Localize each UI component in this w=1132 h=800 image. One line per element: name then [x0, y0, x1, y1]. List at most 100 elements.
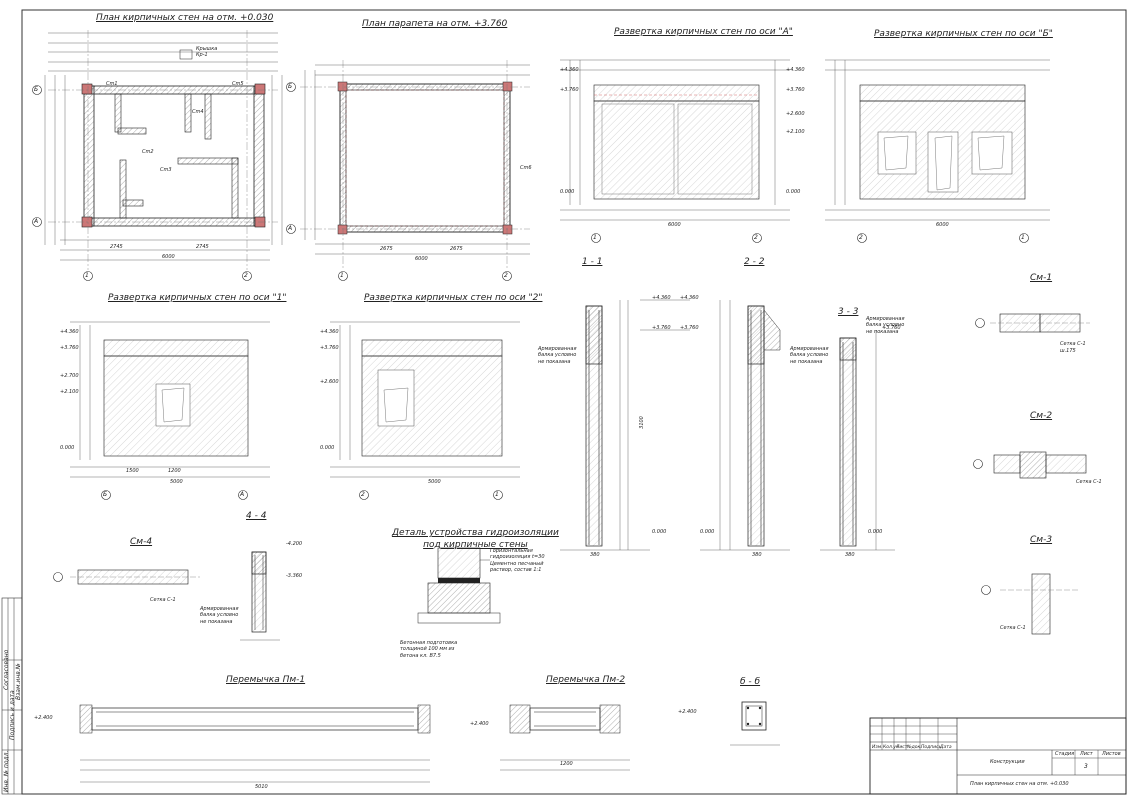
detail-cm-3 — [981, 573, 1080, 635]
level-s22-3760: +3.760 — [680, 325, 699, 331]
dim-elev-1-b: 1200 — [168, 468, 181, 474]
level-a-0000: 0.000 — [560, 189, 575, 195]
dim-pm1-total: 5010 — [255, 784, 268, 790]
note-setka-cm1: Сетка С-1 — [1060, 341, 1086, 347]
sec-11-title: 1 - 1 — [582, 257, 603, 267]
level-s44-4200: -4.200 — [286, 541, 303, 547]
level-1-0000: 0.000 — [60, 445, 75, 451]
pm2-title: Перемычка Пм-2 — [546, 675, 626, 685]
note-setka-cm4: Сетка С-1 — [150, 597, 176, 603]
elevation-axis-1 — [70, 321, 270, 500]
plan-parapet-title: План парапета на отм. +3.760 — [362, 19, 508, 29]
level-s11-4360: +4.360 — [652, 295, 671, 301]
section-d-d — [730, 701, 780, 746]
cm1-title: См-1 — [1030, 273, 1053, 283]
stamp-h-izm: Изм. — [872, 745, 883, 750]
dim-parapet-right: 2675 — [450, 246, 463, 252]
dim-plan-total: 6000 — [162, 254, 175, 260]
note-horiz-hydro: Горизонтальная гидроизоляция t=30 Цемент… — [490, 548, 545, 573]
tag-cm3: Cm3 — [160, 167, 172, 173]
dim-elev-2-total: 5000 — [428, 479, 441, 485]
plan-walls-title: План кирпичных стен на отм. +0.030 — [96, 13, 274, 23]
dim-plan-half-right: 2745 — [196, 244, 209, 250]
section-1-1 — [560, 299, 690, 551]
dim-parapet-total: 6000 — [415, 256, 428, 262]
tag-cm1: Cm1 — [106, 81, 118, 87]
level-1-2700: +2.700 — [60, 373, 79, 379]
level-1-4360: +4.360 — [60, 329, 79, 335]
pm1-title: Перемычка Пм-1 — [226, 675, 306, 685]
level-2-0000: 0.000 — [320, 445, 335, 451]
level-s11-0000: 0.000 — [652, 529, 667, 535]
stamp-sheet-label: Лист — [1080, 751, 1093, 757]
section-3-3 — [820, 330, 895, 551]
section-4-4 — [240, 551, 280, 641]
axis-1-label-elev-a: 1 — [593, 234, 597, 241]
level-1-3760: +3.760 — [60, 345, 79, 351]
cm4-title: См-4 — [130, 537, 153, 547]
axis-a-label-parapet: А — [288, 225, 293, 232]
section-2-2 — [700, 300, 790, 551]
level-dd-2400: +2.400 — [678, 709, 697, 715]
detail-hydroisolation — [417, 547, 501, 624]
level-s11-3760: +3.760 — [652, 325, 671, 331]
plan-walls — [32, 30, 283, 281]
level-a-3760: +3.760 — [560, 87, 579, 93]
level-2-2600: +2.600 — [320, 379, 339, 385]
level-s44-3360: -3.360 — [286, 573, 303, 579]
level-s33-0000: 0.000 — [868, 529, 883, 535]
level-s22-0000: 0.000 — [700, 529, 715, 535]
plan-parapet — [286, 60, 530, 281]
sec-33-title: 3 - 3 — [838, 307, 859, 317]
elev-a-title: Развертка кирпичных стен по оси "А" — [614, 27, 793, 37]
level-b-3760: +3.760 — [786, 87, 805, 93]
sec-22-title: 2 - 2 — [744, 257, 765, 267]
dim-elev-1-a: 1500 — [126, 468, 139, 474]
side-soglasovano: Согласовано — [3, 649, 10, 690]
detail-cm-2 — [973, 451, 1087, 479]
note-armo-s11: Армированная балка условно не показана — [538, 346, 577, 365]
tag-cm4: Cm4 — [192, 109, 204, 115]
detail-cm-4 — [53, 569, 200, 585]
axis-2-label: 2 — [244, 272, 248, 279]
tag-cm6: Cm6 — [520, 165, 532, 171]
stamp-drawing-name: План кирпичных стен на отм. +0.030 — [970, 781, 1069, 787]
lintel-pm-2 — [500, 704, 630, 771]
cm2-title: См-2 — [1030, 411, 1053, 421]
dim-parapet-left: 2675 — [380, 246, 393, 252]
note-armo-s44: Армированная балка условно не показана — [200, 606, 239, 625]
detail-title: Деталь устройства гидроизоляции под кирп… — [392, 528, 559, 550]
level-b-2100: +2.100 — [786, 129, 805, 135]
note-armo-s22: Армированная балка условно не показана — [790, 346, 829, 365]
elev-2-title: Развертка кирпичных стен по оси "2" — [364, 293, 543, 303]
dim-sec33-width: 380 — [845, 552, 855, 558]
sec-dd-title: б - б — [740, 677, 761, 687]
dim-plan-half-left: 2745 — [110, 244, 123, 250]
dim-elev-1-total: 5000 — [170, 479, 183, 485]
axis-b-label-parapet: Б — [288, 83, 293, 90]
elev-b-title: Развертка кирпичных стен по оси "Б" — [874, 29, 1053, 39]
stamp-h-ndok: №док. — [907, 745, 922, 750]
axis-b-label: Б — [34, 86, 39, 93]
dim-sec11-width: 380 — [590, 552, 600, 558]
stamp-stage-label: Стадия — [1055, 751, 1075, 757]
tag-cm5: Cm5 — [232, 81, 244, 87]
elevation-axis-a — [560, 59, 790, 243]
stamp-discipline: Конструкции — [990, 759, 1025, 765]
level-b-0000: 0.000 — [786, 189, 801, 195]
axis-1-label: 1 — [85, 272, 89, 279]
side-vzam: Взам.инв.№ — [15, 663, 22, 700]
level-1-2100: +2.100 — [60, 389, 79, 395]
stamp-h-kol: Кол.уч — [883, 745, 899, 750]
dim-sec22-width: 380 — [752, 552, 762, 558]
axis-a-label: А — [34, 218, 39, 225]
level-s22-4360: +4.360 — [680, 295, 699, 301]
note-setka-cm1-size: ш.175 — [1060, 348, 1076, 354]
axis-a-label-elev-1: А — [240, 491, 245, 498]
level-pm1-2400: +2.400 — [34, 715, 53, 721]
elev-1-title: Развертка кирпичных стен по оси "1" — [108, 293, 287, 303]
elevation-axis-2 — [330, 321, 520, 500]
stamp-h-date: Дата — [940, 745, 952, 750]
axis-b-label-elev-1: Б — [103, 491, 108, 498]
